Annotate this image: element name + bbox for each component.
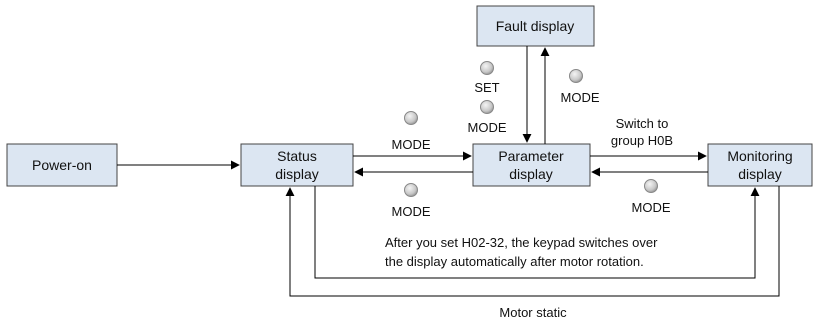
mode-label: MODE — [561, 90, 600, 105]
arrow-monitoring-to-status-loop — [285, 186, 780, 297]
switch-label-line2: group H0B — [611, 133, 673, 148]
set-label: SET — [474, 80, 499, 95]
fault-display-box: Fault display — [476, 5, 595, 47]
power-on-box: Power-on — [6, 143, 118, 187]
key-button-icon — [480, 100, 494, 114]
monitoring-display-label-line2: display — [738, 166, 782, 182]
note-label-line2: the display automatically after motor ro… — [385, 254, 644, 269]
key-button-icon — [404, 183, 418, 197]
key-button-icon — [480, 61, 494, 75]
fault-display-label: Fault display — [496, 18, 575, 34]
parameter-display-label-line1: Parameter — [498, 148, 564, 164]
motor-static-label: Motor static — [499, 305, 567, 320]
mode-label: MODE — [392, 204, 431, 219]
key-button-icon — [569, 69, 583, 83]
parameter-display-label-line2: display — [509, 166, 553, 182]
monitoring-display-label-line1: Monitoring — [727, 148, 792, 164]
power-on-label: Power-on — [32, 157, 92, 173]
status-display-box: Status display — [240, 143, 354, 187]
mode-label: MODE — [392, 137, 431, 152]
arrow-status-to-monitoring-loop — [314, 186, 760, 279]
switch-label-line1: Switch to — [616, 116, 669, 131]
key-button-icon — [644, 179, 658, 193]
status-display-label-line2: display — [275, 166, 319, 182]
monitoring-display-box: Monitoring display — [707, 143, 813, 187]
status-display-label-line1: Status — [277, 148, 317, 164]
mode-label: MODE — [632, 200, 671, 215]
mode-label: MODE — [468, 120, 507, 135]
key-button-icon — [404, 111, 418, 125]
parameter-display-box: Parameter display — [472, 143, 591, 187]
note-label-line1: After you set H02-32, the keypad switche… — [385, 235, 658, 250]
